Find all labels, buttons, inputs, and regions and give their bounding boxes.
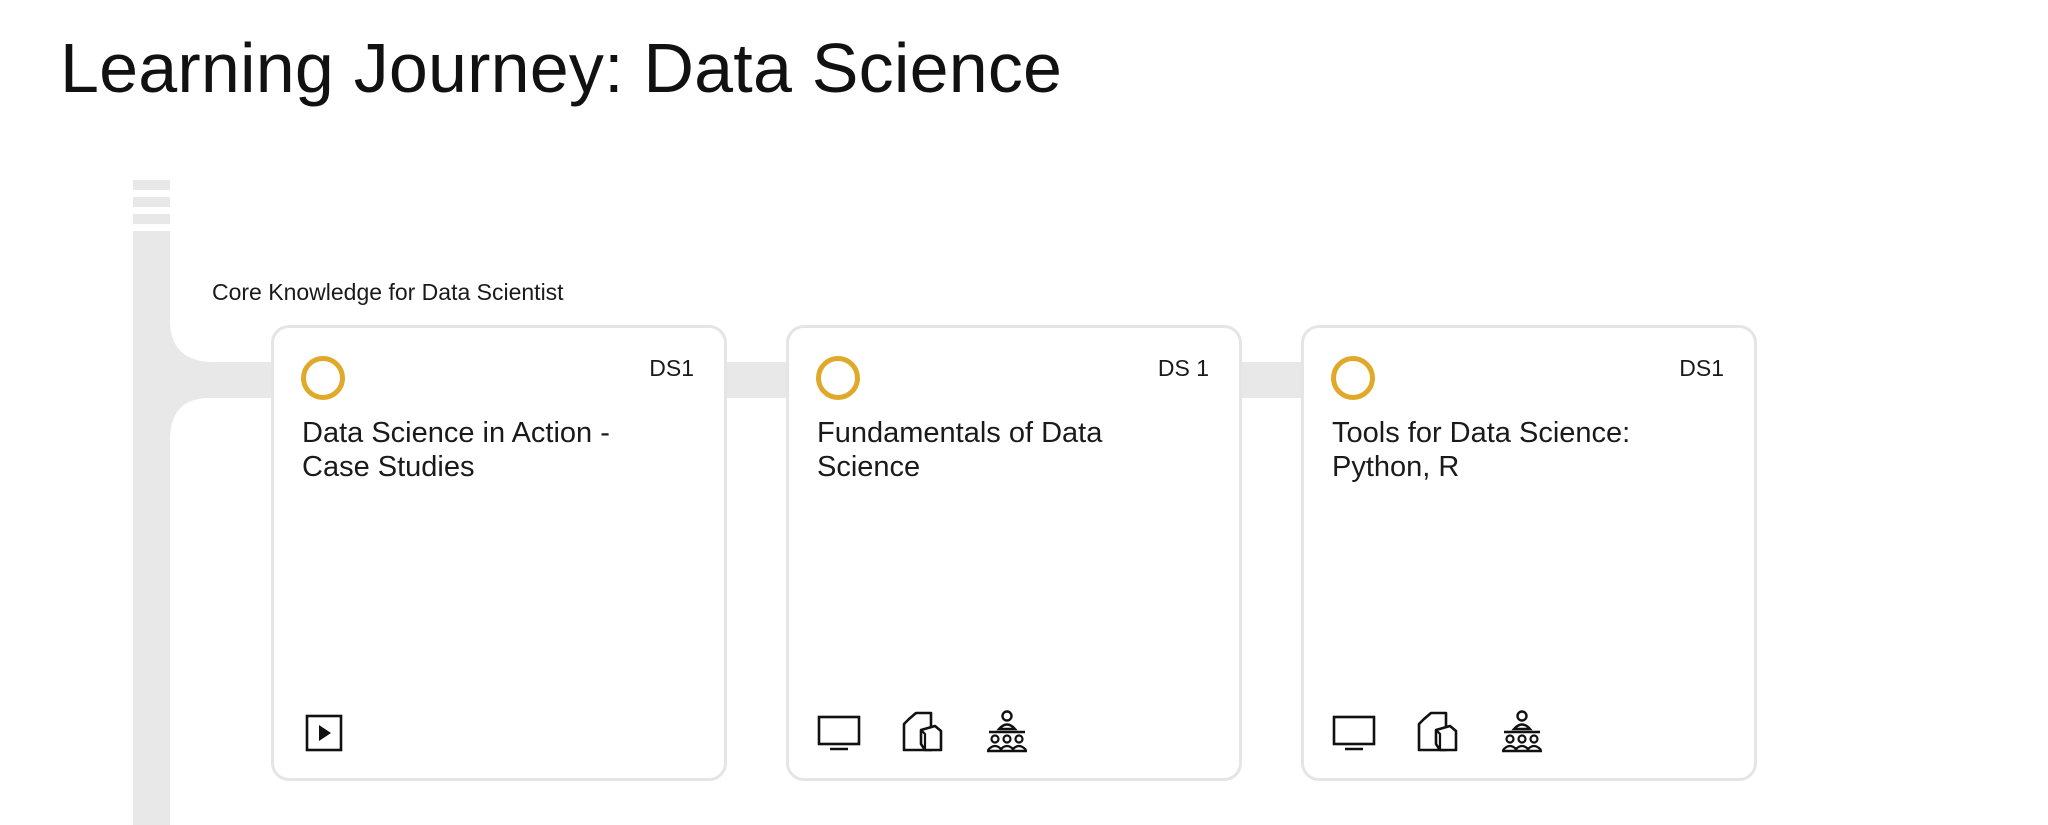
course-card[interactable]: DS1 Data Science in Action - Case Studie… [271,325,727,781]
track-connector [1242,362,1302,398]
classroom-icon [985,710,1029,754]
course-card[interactable]: DS1 Tools for Data Science: Python, R [1301,325,1757,781]
track-curve [170,320,290,440]
course-code: DS1 [1679,355,1724,381]
status-ring-icon [301,356,345,400]
course-formats [1332,710,1544,754]
page-title: Learning Journey: Data Science [60,29,1063,107]
track-vertical-line [133,231,170,825]
section-label: Core Knowledge for Data Scientist [212,279,564,305]
course-card[interactable]: DS 1 Fundamentals of Data Science [786,325,1242,781]
status-ring-icon [1331,356,1375,400]
course-title: Tools for Data Science: Python, R [1332,417,1631,483]
course-formats [817,710,1029,754]
course-formats [302,710,346,754]
status-ring-icon [816,356,860,400]
track-connector [727,362,787,398]
track-dash [133,180,170,190]
course-code: DS 1 [1157,355,1209,381]
documents-icon [1416,710,1460,754]
course-code: DS1 [649,355,694,381]
video-icon [302,710,346,754]
monitor-icon [1332,710,1376,754]
track-dash [133,214,170,224]
documents-icon [901,710,945,754]
classroom-icon [1500,710,1544,754]
course-title: Fundamentals of Data Science [817,417,1103,483]
monitor-icon [817,710,861,754]
track-dash [133,197,170,207]
course-title: Data Science in Action - Case Studies [302,417,610,483]
